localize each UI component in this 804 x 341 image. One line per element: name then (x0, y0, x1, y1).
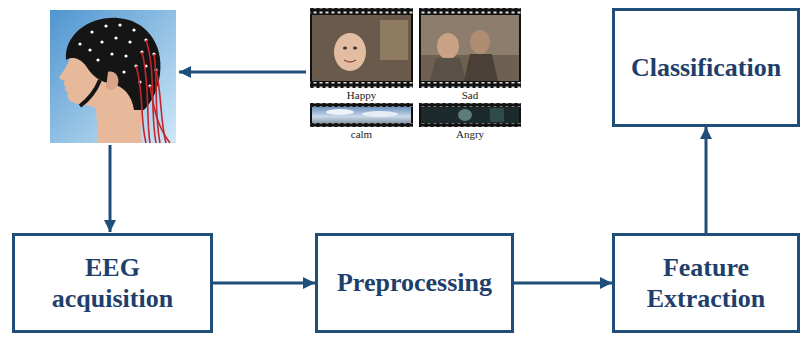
film-frame (380, 20, 408, 60)
film-frame (312, 107, 411, 123)
eeg-cap-photo (80, 80, 100, 106)
film-frame (310, 103, 413, 107)
film-frame (421, 15, 519, 81)
electrode-dots (124, 54, 127, 57)
electrode-dots (110, 52, 113, 55)
stimulus-arrow (179, 71, 306, 74)
electrode-wires (136, 40, 170, 143)
electrode-dots (132, 28, 135, 31)
film-frame (419, 8, 521, 14)
film-frame (310, 103, 413, 127)
film-frame (419, 8, 521, 88)
electrode-dots (88, 48, 91, 51)
electrode-dots (90, 30, 93, 33)
film-frame (470, 30, 490, 54)
electrode-dots (96, 58, 99, 61)
process-box: Feature Extraction (612, 233, 800, 333)
box-label: EEG acquisition (38, 252, 188, 314)
film-frame (419, 103, 521, 127)
eeg-cap-photo (66, 18, 161, 110)
film-frame (490, 108, 504, 122)
box-label: Classification (631, 52, 781, 83)
process-box: Preprocessing (315, 233, 514, 333)
film-frame (464, 54, 498, 81)
film-frame (312, 15, 411, 81)
signal-arrow (109, 145, 112, 232)
film-frame (421, 55, 519, 81)
film-frame (326, 109, 354, 115)
box-label: Preprocessing (337, 267, 492, 298)
film-frame (419, 103, 521, 107)
film-frame (458, 109, 472, 121)
electrode-dots (114, 36, 117, 39)
eeg-cap-photo (50, 10, 176, 143)
film-frame (343, 47, 347, 50)
eeg-cap-photo (106, 72, 118, 90)
electrode-dots (122, 70, 125, 73)
electrode-dots (100, 40, 103, 43)
flow-arrow (705, 127, 708, 233)
film-frame (310, 8, 413, 88)
film-frame (353, 47, 357, 50)
electrode-wires (150, 86, 170, 143)
film-frame (419, 82, 521, 88)
film-frame (362, 111, 398, 117)
emotion-label: Angry (419, 128, 521, 140)
film-frame (430, 58, 466, 81)
film-frame (437, 33, 459, 59)
film-frame (344, 60, 356, 62)
emotion-label: calm (310, 128, 413, 140)
box-label: Feature Extraction (631, 252, 781, 314)
emotion-label: Happy (310, 89, 413, 101)
flow-arrow (514, 282, 612, 285)
film-frame (334, 33, 366, 71)
flow-arrow (213, 282, 315, 285)
film-frame (419, 123, 521, 127)
eeg-cap-photo (50, 10, 176, 143)
electrode-dots (78, 42, 81, 45)
electrode-dots (118, 23, 121, 26)
electrode-wires (156, 70, 166, 143)
film-frame (419, 103, 521, 127)
film-frame (421, 107, 519, 123)
film-frame (310, 8, 413, 88)
film-frame (419, 8, 521, 88)
film-frame (310, 123, 413, 127)
film-frame (310, 8, 413, 14)
process-box: EEG acquisition (12, 233, 213, 333)
electrode-dots (128, 40, 131, 43)
film-frame (310, 82, 413, 88)
electrode-wires (154, 54, 160, 143)
electrode-dots (104, 24, 107, 27)
process-box: Classification (612, 8, 800, 127)
electrode-wires (136, 66, 146, 143)
emotion-label: Sad (419, 89, 521, 101)
film-frame (310, 103, 413, 127)
